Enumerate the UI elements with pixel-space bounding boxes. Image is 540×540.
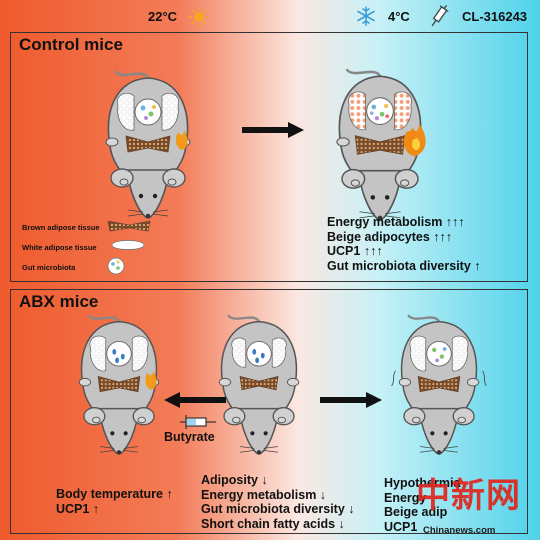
syringe-icon xyxy=(431,4,449,27)
abx-panel: ABX mice xyxy=(10,289,528,534)
control-outcome-2: Beige adipocytes ↑↑↑ xyxy=(327,229,453,244)
control-title: Control mice xyxy=(19,35,123,54)
temp-cold-label: 4°C xyxy=(388,9,410,24)
temp-warm-label: 22°C xyxy=(148,9,178,24)
abx-arrow-left xyxy=(164,392,226,408)
control-mouse-warm xyxy=(88,70,208,220)
abx-center-outcomes: Adiposity ↓ Energy metabolism ↓ Gut micr… xyxy=(201,473,355,531)
abx-mouse-center xyxy=(202,314,316,456)
abx-left-outcome-1: Body temperature ↑ xyxy=(56,487,173,501)
watermark-site: Chinanews.com xyxy=(423,525,496,536)
legend-gut-swatch xyxy=(107,257,125,275)
legend-wat-swatch xyxy=(111,240,145,250)
abx-center-outcome-2: Energy metabolism ↓ xyxy=(201,487,327,502)
condition-header: 22°C 4°C CL-316243 xyxy=(0,0,540,32)
legend-gut: Gut microbiota xyxy=(22,263,76,272)
legend-wat: White adipose tissue xyxy=(22,243,97,252)
snowflake-icon xyxy=(357,6,375,26)
legend-bat: Brown adipose tissue xyxy=(22,223,100,232)
abx-arrow-right xyxy=(320,392,382,408)
abx-left-outcomes: Body temperature ↑ UCP1 ↑ xyxy=(56,487,173,516)
control-arrow-right xyxy=(242,122,304,138)
abx-right-outcomes: Hypothermia Energy Beige adip UCP1 xyxy=(384,476,460,534)
control-panel: Control mice xyxy=(10,32,528,282)
control-mouse-cold xyxy=(318,68,426,222)
control-outcomes: Energy metabolism ↑↑↑ Beige adipocytes ↑… xyxy=(327,215,481,273)
abx-mouse-butyrate xyxy=(62,314,176,456)
legend-bat-swatch xyxy=(107,220,151,232)
drug-label: CL-316243 xyxy=(462,9,528,24)
abx-center-outcome-4: Short chain fatty acids ↓ xyxy=(201,516,345,531)
control-outcome-4: Gut microbiota diversity ↑ xyxy=(327,258,481,273)
abx-center-outcome-3: Gut microbiota diversity ↓ xyxy=(201,502,355,516)
butyrate-syringe-icon xyxy=(180,415,216,429)
abx-right-outcome-4: UCP1 xyxy=(384,519,418,534)
watermark-logo: 中新网 xyxy=(416,476,521,516)
control-outcome-1: Energy metabolism ↑↑↑ xyxy=(327,215,465,229)
sun-icon xyxy=(189,7,209,27)
abx-center-outcome-1: Adiposity ↓ xyxy=(201,473,268,487)
abx-right-outcome-2: Energy xyxy=(384,490,427,505)
abx-left-outcome-2: UCP1 ↑ xyxy=(56,501,100,516)
abx-title: ABX mice xyxy=(19,292,99,311)
abx-right-outcome-3: Beige adip xyxy=(384,505,448,519)
control-outcome-3: UCP1 ↑↑↑ xyxy=(327,244,383,258)
butyrate-label: Butyrate xyxy=(164,430,215,444)
abx-right-outcome-1: Hypothermia xyxy=(384,476,461,490)
abx-mouse-cold xyxy=(391,314,487,456)
